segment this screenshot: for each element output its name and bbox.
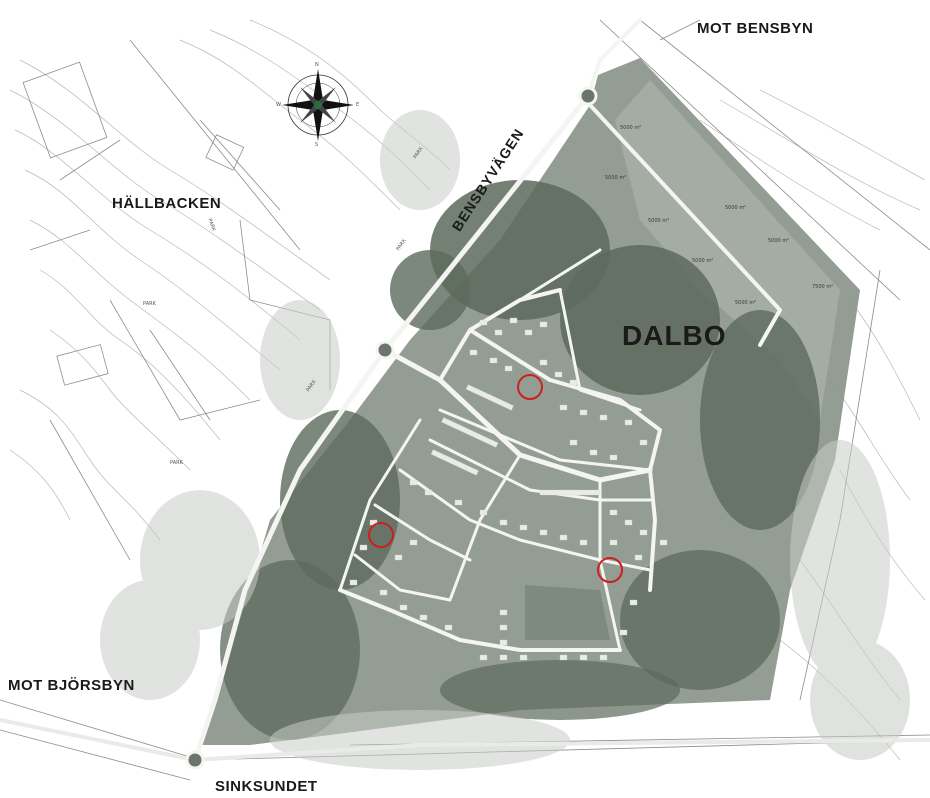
label-dalbo: DALBO [622, 320, 727, 351]
outer-trees [100, 110, 910, 770]
highlight-marker [517, 374, 543, 400]
roundabouts [185, 86, 598, 770]
lot-area-label: 5000 m² [605, 175, 627, 181]
highlight-marker [368, 522, 394, 548]
lot-area-label: 5000 m² [692, 258, 714, 264]
compass-west: W [276, 102, 281, 108]
park-label: PARK [143, 301, 156, 307]
label-sinksundet: SINKSUNDET [215, 778, 318, 795]
lot-area-label: 5000 m² [620, 125, 642, 131]
lot-area-label: 5000 m² [725, 205, 747, 211]
compass-east: E [356, 102, 360, 108]
compass-south: S [315, 142, 319, 148]
lot-area-label: 5000 m² [648, 218, 670, 224]
highlight-marker [597, 557, 623, 583]
label-mot-bjorsbyn: MOT BJÖRSBYN [8, 677, 135, 694]
open-field [525, 585, 610, 640]
compass-rose [282, 69, 354, 141]
roads [0, 18, 930, 763]
label-hallbacken: HÄLLBACKEN [112, 195, 222, 212]
lot-area-label: 7500 m² [812, 284, 834, 290]
park-label: PARK [170, 460, 183, 466]
lot-area-label: 5000 m² [735, 300, 757, 306]
houses [349, 317, 668, 661]
label-mot-bensbyn: MOT BENSBYN [697, 20, 814, 37]
compass-north: N [315, 62, 319, 68]
highlight-markers [368, 374, 623, 583]
lot-area-label: 5000 m² [768, 238, 790, 244]
